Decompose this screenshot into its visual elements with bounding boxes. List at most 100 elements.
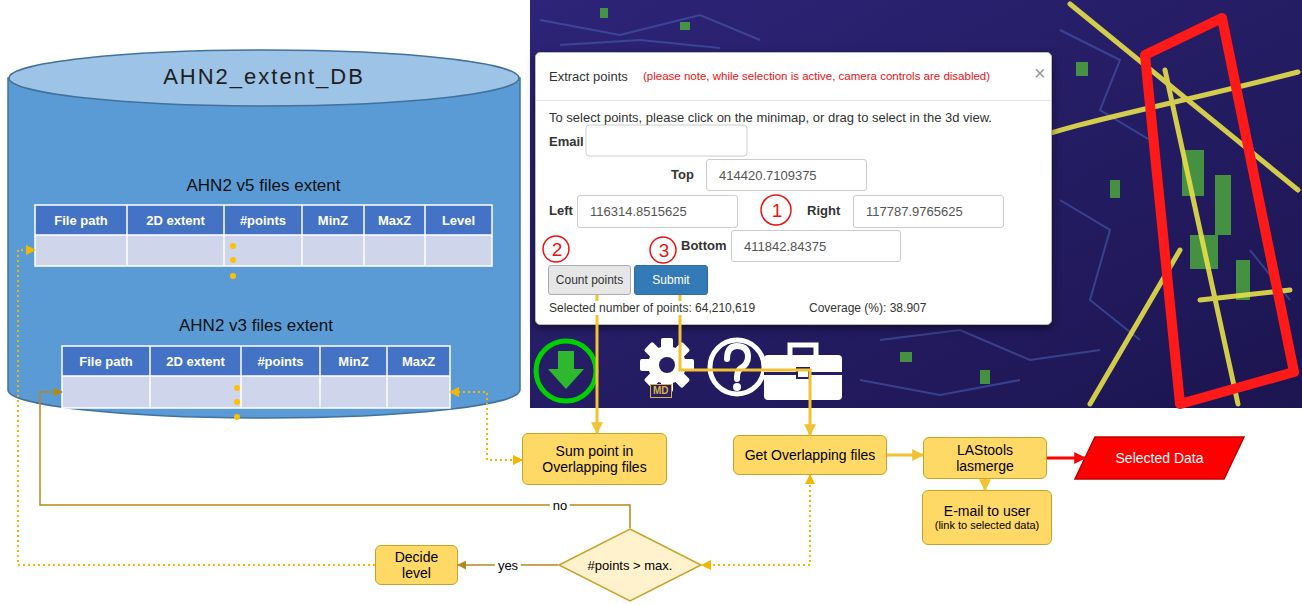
table-grid-part <box>62 376 450 408</box>
instruction-text: To select points, please click on the mi… <box>549 110 992 125</box>
point-speckle-part <box>860 380 1020 395</box>
download-icon-part <box>536 341 596 401</box>
connector <box>1047 457 1085 460</box>
md-badge: MD <box>650 384 672 398</box>
field-label: Left <box>549 203 573 218</box>
process-box: Decide level <box>375 545 458 585</box>
continuation-dots-part <box>234 399 240 405</box>
node-text: Get Overlapping files <box>745 447 876 463</box>
cylinder-top <box>9 50 519 106</box>
point-speckle-part <box>560 40 720 48</box>
connector <box>596 295 599 433</box>
toolbox-icon-part <box>764 355 842 400</box>
building-points-part <box>1215 175 1231 235</box>
table-grid-part <box>35 205 492 266</box>
node-text: Extract points <box>549 69 628 84</box>
parallelogram-shape <box>1075 437 1244 479</box>
selection-rectangle <box>1145 18 1294 404</box>
node-text: Count points <box>556 273 623 287</box>
continuation-dots-part <box>234 385 240 391</box>
node-text: 117787.9765625 <box>866 204 963 219</box>
node-text: (link to selected data) <box>935 519 1040 532</box>
table-grid-part <box>62 346 450 376</box>
process-box: E-mail to user(link to selected data) <box>922 490 1052 545</box>
node-text: Submit <box>652 273 689 287</box>
diamond-shape <box>559 529 701 601</box>
gear-icon-part <box>644 342 691 389</box>
column-header: MaxZ <box>364 205 425 235</box>
building-points-part <box>1076 62 1088 76</box>
callout-number: 2 <box>544 237 570 263</box>
table-grid-part <box>35 235 492 266</box>
field-label: Email <box>549 134 584 149</box>
toolbox-icon-part <box>790 345 816 356</box>
toolbox-icon <box>764 345 842 400</box>
help-icon <box>710 340 764 394</box>
node-text: Sum point in Overlapping files <box>531 443 658 475</box>
gear-icon-part <box>644 342 691 389</box>
table-grid-part <box>62 346 450 408</box>
database-cylinder: AHN2_extent_DB AHN2 v5 files extentFile p… <box>8 48 520 420</box>
download-icon-part <box>548 351 584 389</box>
node-text: 411842.84375 <box>744 239 826 254</box>
continuation-dots-part <box>230 273 236 279</box>
process-box: Get Overlapping files <box>733 435 887 475</box>
process-box: LAStools lasmerge <box>923 437 1047 479</box>
column-header: MinZ <box>302 205 364 235</box>
building-points-part <box>680 22 690 30</box>
connector <box>984 479 987 490</box>
point-speckle-part <box>1060 30 1150 140</box>
field-label: Bottom <box>681 238 727 253</box>
coordinate-field: 117787.9765625 <box>853 195 1004 228</box>
node-text: 116314.8515625 <box>590 204 687 219</box>
process-box: Sum point in Overlapping files <box>522 433 667 485</box>
building-points-part <box>600 8 608 18</box>
callout-number: 1 <box>762 196 792 226</box>
field-label: Right <box>807 203 840 218</box>
coordinate-field: 411842.84375 <box>731 230 901 262</box>
data-parallelogram: Selected Data <box>1075 437 1244 479</box>
edge-label: no <box>550 498 570 513</box>
building-points-part <box>1110 180 1120 198</box>
help-icon-part <box>727 346 748 379</box>
column-header: MaxZ <box>387 346 450 376</box>
node-text: AHN2 v5 files extent <box>35 176 492 196</box>
node-text: E-mail to user <box>944 503 1030 519</box>
point-count-text: Selected number of points: 64,210,619 <box>549 301 755 315</box>
point-speckle-part <box>540 15 760 40</box>
help-icon-part <box>733 383 741 391</box>
gear-icon-part <box>659 357 675 373</box>
field-label: Top <box>671 167 694 182</box>
continuation-dots-part <box>230 257 236 263</box>
node-text: 414420.7109375 <box>719 168 817 183</box>
coverage-text: Coverage (%): 38.907 <box>809 301 926 315</box>
table-grid-part <box>62 346 450 408</box>
help-icon-part <box>710 340 764 394</box>
cylinder-body <box>8 78 520 418</box>
column-header: 2D extent <box>150 346 241 376</box>
continuation-dots-part <box>230 243 236 249</box>
column-header: 2D extent <box>127 205 224 235</box>
point-speckle-part <box>880 330 1100 360</box>
coordinate-field: 116314.8515625 <box>577 195 738 228</box>
connector <box>702 475 810 565</box>
extract-dialog: Extract points (please note, while select… <box>535 52 1052 325</box>
download-icon <box>536 341 596 401</box>
connector <box>887 454 923 457</box>
submit-button: Submit <box>634 265 708 295</box>
column-header: File path <box>35 205 127 235</box>
count-button: Count points <box>548 265 631 295</box>
column-header: File path <box>62 346 150 376</box>
column-header: #points <box>241 346 320 376</box>
node-text: Decide level <box>384 549 449 581</box>
node-text: (please note, while selection is active,… <box>643 70 990 82</box>
node-text: Selected Data <box>1116 450 1204 466</box>
node-text: AHN2 v3 files extent <box>62 316 450 336</box>
node-text: LAStools lasmerge <box>932 442 1038 474</box>
node-text: AHN2_extent_DB <box>8 64 520 90</box>
callout-number: 3 <box>651 238 677 264</box>
continuation-dots-part <box>234 414 240 420</box>
column-header: MinZ <box>320 346 387 376</box>
building-points-part <box>900 352 912 362</box>
